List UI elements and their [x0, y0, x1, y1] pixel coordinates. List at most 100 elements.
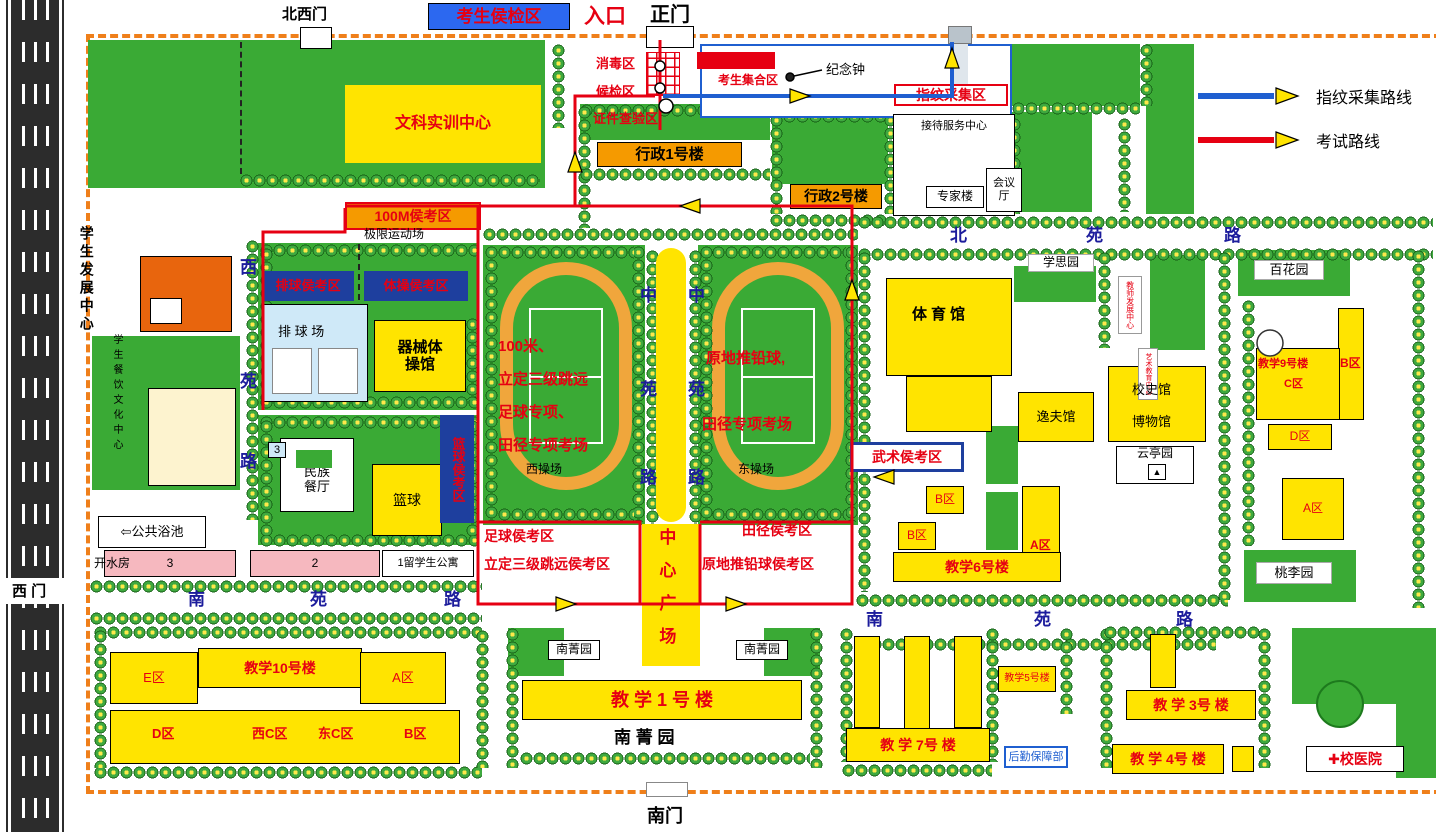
entrance-hatch — [646, 52, 680, 96]
teach1: 教 学 1 号 楼 — [522, 680, 802, 720]
gymnasium-lower — [906, 376, 992, 432]
center-median — [656, 248, 686, 522]
triple-jump-waiting-label: 立定三级跳远侯考区 — [484, 556, 610, 572]
dorm-2: 2 — [250, 550, 380, 577]
baihua-garden-label: 百花园 — [1254, 260, 1324, 280]
south-road-east-char-2: 苑 — [1034, 610, 1051, 629]
lawn — [986, 426, 1018, 484]
tree-row — [1258, 628, 1271, 768]
conference-hall: 会议 厅 — [986, 168, 1022, 212]
history-hall-label: 校史馆 — [1132, 382, 1172, 397]
teach6-b2: B区 — [898, 522, 936, 550]
center-road-right-char-3: 路 — [688, 468, 705, 487]
teach3-stub — [1150, 634, 1176, 688]
tree-row — [90, 580, 482, 593]
m100-waiting-zone: 100M侯考区 — [345, 202, 481, 230]
xuesi-garden-label: 学思园 — [1028, 254, 1094, 272]
south-gate-label: 南门 — [647, 806, 683, 826]
west-road-char-2: 苑 — [240, 372, 257, 391]
tree-row — [246, 240, 259, 520]
volleyball-waiting-zone: 排球侯考区 — [262, 271, 354, 301]
east-field-label: 东操场 — [738, 462, 775, 476]
city-road — [6, 0, 64, 832]
tree-row — [580, 168, 770, 181]
tree-row — [1242, 300, 1255, 546]
tree-row — [712, 246, 846, 259]
soccer-waiting-label: 足球侯考区 — [484, 528, 554, 544]
teach7-bar: 教 学 7号 楼 — [846, 728, 990, 762]
tree-row — [260, 244, 478, 257]
lawn — [1012, 112, 1092, 212]
fingerprint-zone-box: 指纹采集区 — [894, 84, 1008, 106]
tree-row — [856, 638, 1216, 651]
exam-gather-zone — [697, 52, 775, 69]
waiting-area-banner: 考生侯检区 — [428, 3, 570, 30]
liberal-arts-center: 文科实训中心 — [345, 85, 541, 163]
teach9-b-label: B区 — [1340, 356, 1361, 370]
east-field-event-2: 田径专项考场 — [702, 416, 793, 433]
south-road-west-char-1: 南 — [188, 590, 205, 609]
teach4: 教 学 4号 楼 — [1112, 744, 1224, 774]
south-road-east-char-1: 南 — [866, 610, 883, 629]
tree-row — [810, 628, 823, 768]
volleyball-field-label: 排 球 场 — [278, 324, 325, 339]
lawn — [986, 492, 1018, 550]
teach9-wing-a: A区 — [1282, 478, 1344, 540]
teach9-label: 教学9号楼 — [1258, 358, 1309, 370]
tree-row — [498, 508, 634, 521]
tree-row — [858, 216, 1433, 229]
admin-building-2: 行政2号楼 — [790, 184, 882, 209]
lawn — [1146, 44, 1194, 214]
dashed-divider — [358, 244, 360, 310]
tree-row — [856, 594, 1228, 607]
road-edge-line — [59, 0, 62, 832]
tree-row — [1140, 44, 1153, 106]
public-bath: ⇦公共浴池 — [98, 516, 206, 548]
tree-row — [94, 766, 482, 779]
taoli-garden-label: 桃李园 — [1256, 562, 1332, 584]
campus-hospital: ✚校医院 — [1306, 746, 1404, 772]
dorm-3: 3 — [104, 550, 236, 577]
tree-row — [483, 228, 858, 241]
teach9-wing-d: D区 — [1268, 424, 1332, 450]
teach10-b-label: B区 — [404, 726, 427, 741]
tree-row — [260, 416, 478, 429]
tree-row — [842, 764, 992, 777]
dining-building — [148, 388, 236, 486]
gymnasium-main — [886, 278, 1012, 376]
center-road-left-char-3: 路 — [640, 468, 657, 487]
teach4-stub — [1232, 746, 1254, 772]
road-edge-line — [8, 0, 11, 832]
east-field-event-1: 原地推铅球, — [706, 350, 786, 367]
teach5: 教学5号楼 — [998, 666, 1056, 692]
teach6-b1: B区 — [926, 486, 964, 514]
center-road-right-char-2: 苑 — [688, 380, 705, 399]
tree-row — [90, 612, 482, 625]
teach10-e: E区 — [110, 652, 198, 704]
tree-row — [498, 246, 634, 259]
west-gate-label: 西 门 — [12, 583, 47, 600]
teacher-dev-center: 教师发展中心 — [1118, 276, 1142, 334]
volleyball-subcourt — [318, 348, 358, 394]
dining-center-label: 学生餐饮文化中心 — [111, 334, 122, 454]
tree-row — [552, 44, 565, 128]
nanjing-label-west: 南菁园 — [548, 640, 600, 660]
gymnastics-waiting-zone: 体操侯考区 — [364, 271, 468, 301]
tree-row — [1098, 252, 1111, 348]
teach9-main — [1256, 348, 1340, 420]
tree-row — [578, 106, 591, 228]
boiler-room-label: 开水房 — [94, 556, 131, 570]
wushu-waiting-zone: 武术侯考区 — [850, 442, 964, 472]
main-gate-box — [646, 26, 694, 48]
west-field-events: 100米、 立定三级跳远 足球专项、 田径专项考场 — [498, 338, 589, 454]
tree-row — [260, 420, 273, 536]
admin-building-1: 行政1号楼 — [597, 142, 742, 167]
tree-row — [466, 318, 479, 400]
expert-building: 专家楼 — [926, 186, 984, 208]
tree-row — [770, 114, 783, 214]
legend-label: 指纹采集路线 — [1316, 90, 1413, 107]
teach7-wing — [854, 636, 880, 728]
tree-row — [485, 246, 498, 522]
teach10-ec-label: 东C区 — [318, 726, 354, 741]
track-waiting-label: 田径侯考区 — [742, 522, 812, 538]
